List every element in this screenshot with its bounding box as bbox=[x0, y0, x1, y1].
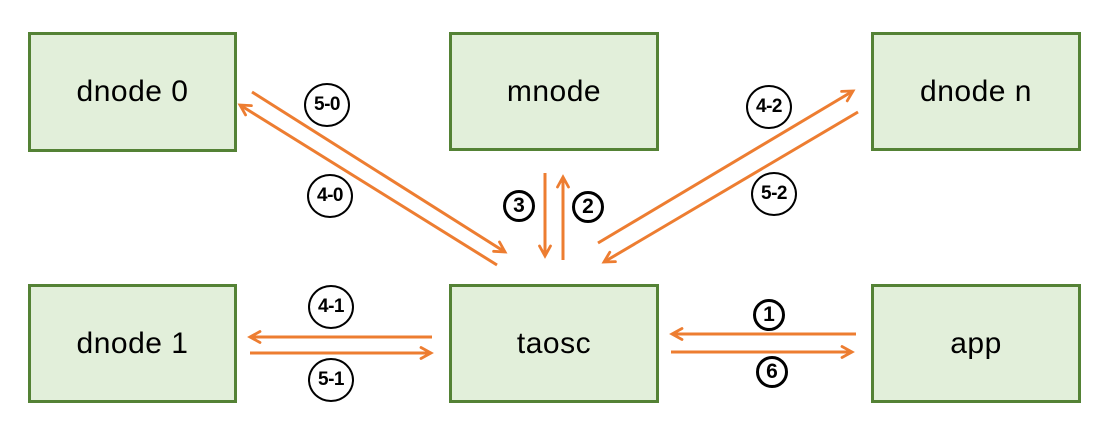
edge-label-5-2: 5-2 bbox=[751, 172, 797, 216]
node-taosc: taosc bbox=[449, 284, 659, 403]
edge-label-4-1: 4-1 bbox=[308, 285, 354, 329]
node-dnode1-label: dnode 1 bbox=[76, 326, 189, 360]
node-app-label: app bbox=[950, 326, 1002, 360]
node-dnoden-label: dnode n bbox=[920, 74, 1032, 108]
node-dnoden: dnode n bbox=[871, 32, 1081, 151]
arrow-5-0-dnode0-to-taosc bbox=[251, 90, 508, 254]
edge-label-4-2: 4-2 bbox=[746, 85, 792, 129]
node-dnode0: dnode 0 bbox=[28, 32, 237, 152]
node-mnode: mnode bbox=[449, 32, 659, 151]
arrow-4-2-taosc-to-dnoden bbox=[597, 89, 856, 245]
arrow-4-0-taosc-to-dnode0 bbox=[237, 103, 498, 267]
edge-label-1: 1 bbox=[753, 299, 785, 331]
edge-label-5-0: 5-0 bbox=[304, 83, 350, 127]
edge-label-2: 2 bbox=[572, 191, 604, 223]
edge-label-6: 6 bbox=[756, 356, 788, 388]
edge-label-5-1: 5-1 bbox=[308, 358, 354, 402]
edge-label-3: 3 bbox=[503, 190, 535, 222]
node-dnode1: dnode 1 bbox=[28, 284, 237, 403]
arrow-5-2-dnoden-to-taosc bbox=[601, 110, 859, 264]
node-app: app bbox=[871, 284, 1081, 403]
node-dnode0-label: dnode 0 bbox=[76, 75, 189, 108]
node-taosc-label: taosc bbox=[516, 326, 592, 360]
edge-label-4-0: 4-0 bbox=[307, 174, 353, 218]
node-mnode-label: mnode bbox=[506, 74, 602, 108]
